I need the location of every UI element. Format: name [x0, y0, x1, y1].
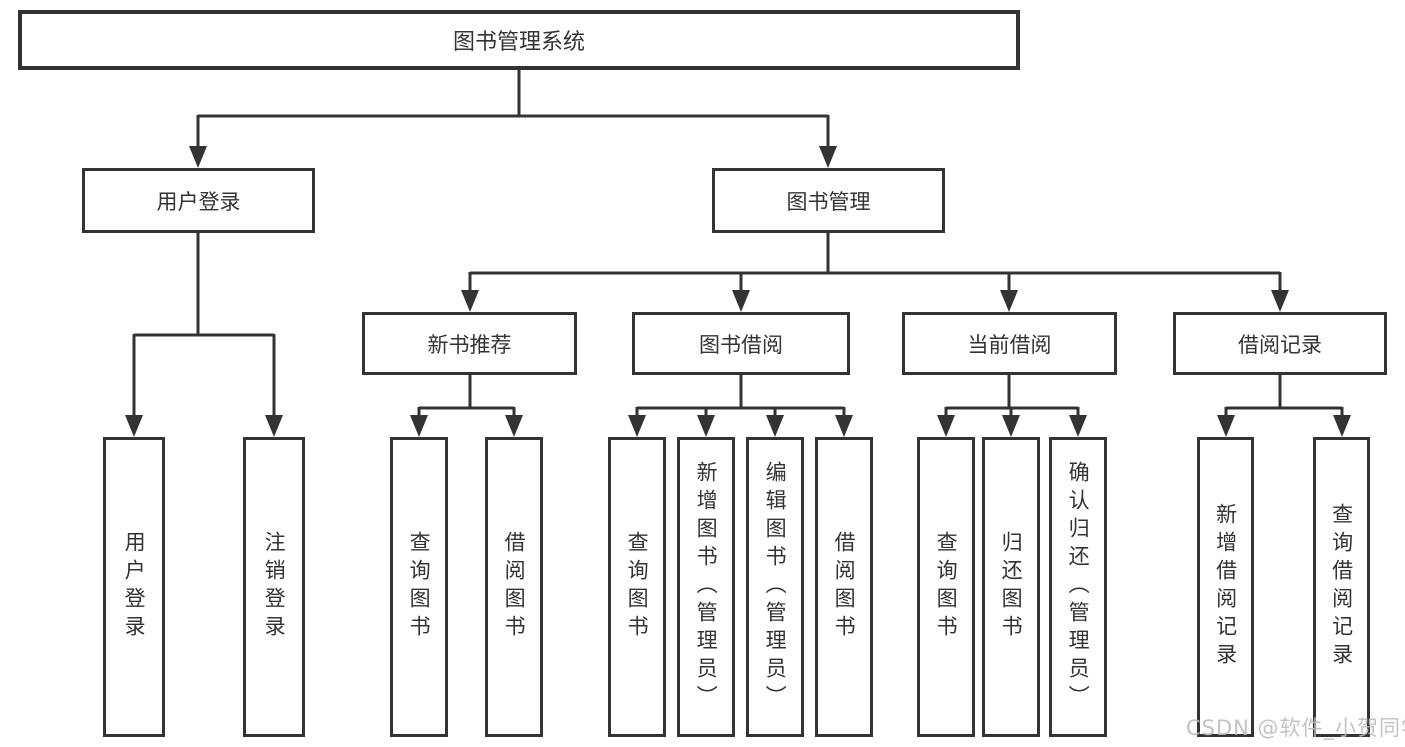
- leaf-edit-book-admin-label: 编辑图书（管理员）: [763, 461, 788, 713]
- leaf-borrow-books: 借阅图书: [815, 437, 873, 737]
- leaf-query-books-borrow-label: 查询图书: [625, 531, 650, 643]
- leaf-query-books-recommend-label: 查询图书: [407, 531, 432, 643]
- watermark-csdn: CSDN @软件_小贺同学: [1186, 716, 1405, 740]
- node-library-system: 图书管理系统: [18, 10, 1020, 70]
- node-book-management: 图书管理: [712, 168, 945, 233]
- leaf-add-borrow-record-label: 新增借阅记录: [1213, 503, 1238, 671]
- leaf-borrow-books-label: 借阅图书: [832, 531, 857, 643]
- leaf-return-book: 归还图书: [982, 437, 1040, 737]
- leaf-logout: 注销登录: [243, 437, 305, 737]
- node-borrow-records: 借阅记录: [1173, 312, 1387, 375]
- leaf-borrow-books-recommend: 借阅图书: [485, 437, 543, 737]
- leaf-query-books-current: 查询图书: [917, 437, 975, 737]
- leaf-query-borrow-record: 查询借阅记录: [1313, 437, 1370, 737]
- node-current-borrow: 当前借阅: [902, 312, 1117, 375]
- leaf-query-books-borrow: 查询图书: [608, 437, 666, 737]
- leaf-query-books-current-label: 查询图书: [934, 531, 959, 643]
- leaf-logout-label: 注销登录: [262, 531, 287, 643]
- leaf-add-book-admin-label: 新增图书（管理员）: [694, 461, 719, 713]
- leaf-edit-book-admin: 编辑图书（管理员）: [746, 437, 804, 737]
- node-new-book-recommend: 新书推荐: [362, 312, 577, 375]
- leaf-query-borrow-record-label: 查询借阅记录: [1329, 503, 1354, 671]
- node-book-borrow: 图书借阅: [632, 312, 850, 375]
- leaf-return-book-label: 归还图书: [999, 531, 1024, 643]
- leaf-query-books-recommend: 查询图书: [390, 437, 448, 737]
- leaf-user-login: 用户登录: [103, 437, 165, 737]
- node-user-login: 用户登录: [82, 168, 315, 233]
- leaf-user-login-label: 用户登录: [122, 531, 147, 643]
- leaf-confirm-return-admin: 确认归还（管理员）: [1049, 437, 1107, 737]
- leaf-confirm-return-admin-label: 确认归还（管理员）: [1066, 461, 1091, 713]
- leaf-add-borrow-record: 新增借阅记录: [1197, 437, 1254, 737]
- leaf-add-book-admin: 新增图书（管理员）: [677, 437, 735, 737]
- leaf-borrow-books-recommend-label: 借阅图书: [502, 531, 527, 643]
